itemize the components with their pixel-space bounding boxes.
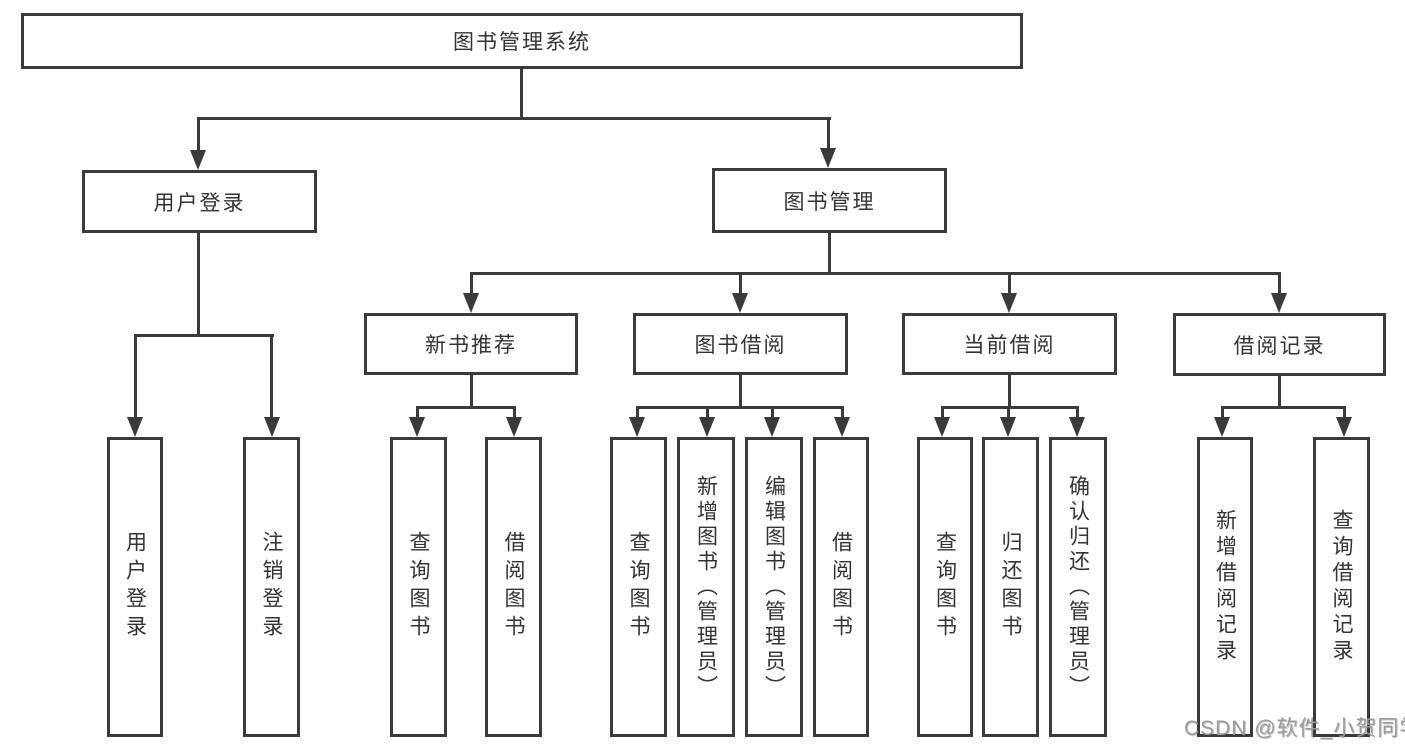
connector-line [1007, 375, 1011, 407]
arrowhead-down [699, 417, 715, 437]
arrowhead-down [1271, 293, 1287, 313]
arrowhead-down [820, 148, 836, 168]
leaf-confirm-return-admin: 确认归还（管理员） [1049, 437, 1107, 737]
arrowhead-down [127, 417, 143, 437]
arrowhead-down [732, 293, 748, 313]
arrowhead-down [190, 150, 206, 170]
arrowhead-down [506, 417, 522, 437]
leaf-add-books-admin: 新增图书（管理员） [677, 437, 735, 737]
arrowhead-down [764, 417, 780, 437]
connector-line [635, 406, 639, 418]
leaf-label: 编辑图书（管理员） [762, 474, 786, 700]
leaf-label: 用户登录 [123, 531, 147, 643]
connector-line [1342, 405, 1346, 418]
connector-line [133, 333, 274, 337]
connector-line [635, 406, 844, 409]
arrowhead-down [1214, 417, 1230, 437]
leaf-label: 归还图书 [999, 531, 1022, 643]
connector-line [519, 68, 523, 118]
arrowhead-down [629, 417, 645, 437]
connector-line [940, 405, 944, 418]
node-book-management: 图书管理 [712, 168, 947, 233]
leaf-label: 新增借阅记录 [1213, 509, 1237, 665]
connector-line [1007, 271, 1011, 294]
node-borrowing-records: 借阅记录 [1173, 313, 1386, 376]
leaf-label: 新增图书（管理员） [694, 474, 718, 700]
arrowhead-down [934, 417, 950, 437]
leaf-label: 注销登录 [260, 531, 283, 643]
leaf-query-borrow-record: 查询借阅记录 [1313, 437, 1370, 737]
leaf-logout-login: 注销登录 [243, 437, 300, 737]
connector-line [415, 406, 419, 418]
leaf-label: 确认归还（管理员） [1066, 474, 1090, 700]
leaf-label: 查询图书 [933, 531, 957, 643]
connector-line [827, 233, 831, 273]
arrowhead-down [1069, 417, 1085, 437]
connector-line [1075, 405, 1079, 418]
connector-line [512, 406, 516, 418]
connector-line [196, 233, 200, 334]
csdn-watermark: CSDN @软件_小贺同学 [1184, 717, 1405, 740]
connector-line [770, 406, 774, 418]
connector-line [270, 333, 273, 418]
connector-line [738, 271, 742, 294]
node-current-borrowing: 当前借阅 [902, 313, 1117, 375]
connector-line [840, 406, 844, 418]
arrowhead-down [834, 417, 850, 437]
node-user-login: 用户登录 [82, 170, 317, 233]
connector-line [415, 406, 516, 409]
leaf-query-books-1: 查询图书 [390, 437, 447, 737]
leaf-label: 查询图书 [407, 531, 430, 643]
connector-line [196, 116, 200, 151]
leaf-label: 借阅图书 [829, 531, 853, 643]
leaf-return-books: 归还图书 [982, 437, 1039, 737]
node-book-borrowing: 图书借阅 [633, 313, 848, 375]
connector-line [469, 271, 1281, 275]
leaf-query-books-3: 查询图书 [917, 437, 973, 737]
connector-line [940, 405, 1079, 409]
connector-line [826, 116, 830, 149]
leaf-label: 查询图书 [627, 531, 650, 643]
connector-line [1277, 375, 1281, 407]
leaf-query-books-2: 查询图书 [610, 437, 667, 737]
node-root: 图书管理系统 [21, 13, 1023, 69]
connector-line [197, 116, 831, 120]
connector-line [1220, 405, 1346, 409]
connector-line [133, 333, 137, 418]
leaf-edit-books-admin: 编辑图书（管理员） [745, 437, 803, 737]
arrowhead-down [409, 417, 425, 437]
connector-line [1006, 405, 1010, 418]
leaf-label: 查询借阅记录 [1330, 509, 1353, 665]
leaf-borrow-books-1: 借阅图书 [485, 437, 542, 737]
connector-line [469, 271, 473, 294]
leaf-borrow-books-2: 借阅图书 [813, 437, 869, 737]
node-new-book-recommend: 新书推荐 [364, 313, 578, 375]
connector-line [469, 375, 473, 408]
leaf-user-login: 用户登录 [107, 437, 163, 737]
arrowhead-down [463, 293, 479, 313]
arrowhead-down [1001, 293, 1017, 313]
connector-line [1277, 271, 1281, 294]
leaf-label: 借阅图书 [502, 531, 525, 643]
connector-line [705, 406, 709, 418]
arrowhead-down [1000, 417, 1016, 437]
connector-line [1220, 405, 1224, 418]
arrowhead-down [1336, 417, 1352, 437]
arrowhead-down [263, 417, 280, 437]
connector-line [738, 375, 742, 408]
leaf-add-borrow-record: 新增借阅记录 [1197, 437, 1253, 737]
